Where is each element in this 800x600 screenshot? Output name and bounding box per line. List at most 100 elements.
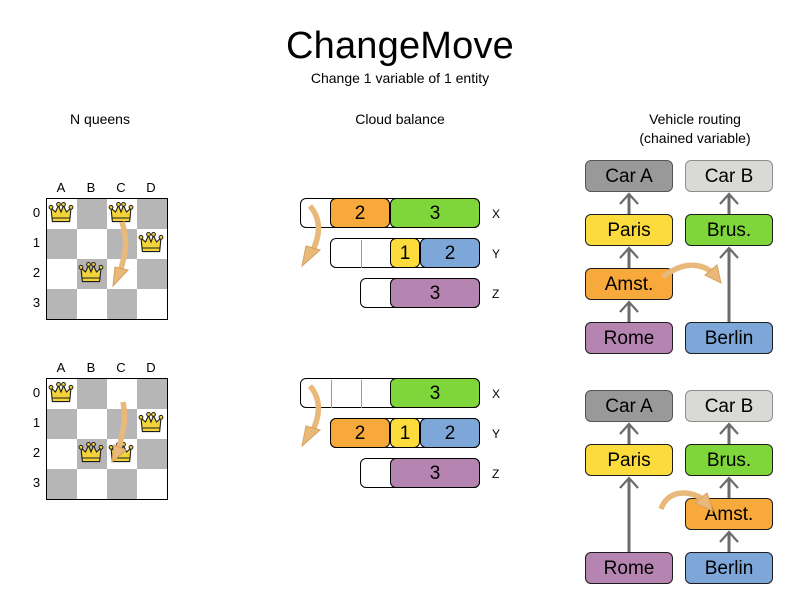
board-rank-label-3: 3: [32, 295, 41, 310]
vr-node-paris[interactable]: Paris: [585, 444, 673, 476]
vr-node-car-a[interactable]: Car A: [585, 390, 673, 422]
board-rank-label-0: 0: [32, 205, 41, 220]
cloud-computer-label-Y: Y: [492, 427, 501, 441]
board-file-label-D: D: [146, 180, 156, 195]
board-rank-label-3: 3: [32, 475, 41, 490]
board-cell-B1[interactable]: [77, 229, 107, 259]
board-file-label-C: C: [116, 180, 126, 195]
cloud-computer-label-X: X: [492, 207, 501, 221]
board-cell-B0[interactable]: [77, 379, 107, 409]
board-cell-D0[interactable]: [137, 379, 167, 409]
board-cell-A2[interactable]: [47, 259, 77, 289]
queen-icon: [138, 412, 164, 433]
board-cell-D0[interactable]: [137, 199, 167, 229]
cloud-capacity-tick: [331, 380, 332, 408]
cloud-process-segment[interactable]: 2: [330, 418, 390, 448]
vr-node-paris[interactable]: Paris: [585, 214, 673, 246]
queen-icon: [78, 262, 104, 283]
queen-icon: [138, 232, 164, 253]
board-rank-label-2: 2: [32, 445, 41, 460]
board-cell-A1[interactable]: [47, 229, 77, 259]
board-cell-D2[interactable]: [137, 439, 167, 469]
cloud-process-segment[interactable]: 2: [420, 418, 480, 448]
queen-piece-A0[interactable]: [46, 378, 76, 408]
vr-edge-chain-a: [619, 246, 639, 268]
queen-icon: [48, 382, 74, 403]
vr-node-brus-[interactable]: Brus.: [685, 214, 773, 246]
vr-edge-chain-b: [719, 246, 739, 322]
board-cell-C1[interactable]: [107, 229, 137, 259]
board-cell-C2[interactable]: [107, 259, 137, 289]
vr-node-berlin[interactable]: Berlin: [685, 552, 773, 584]
cloud-process-segment[interactable]: 3: [390, 278, 480, 308]
cloud-process-segment[interactable]: 3: [390, 198, 480, 228]
vr-node-car-a[interactable]: Car A: [585, 160, 673, 192]
vr-node-car-b[interactable]: Car B: [685, 160, 773, 192]
cloud-process-segment[interactable]: 1: [390, 238, 420, 268]
page-subtitle: Change 1 variable of 1 entity: [310, 70, 490, 86]
vr-edge-chain-b: [719, 422, 739, 444]
board-cell-B3[interactable]: [77, 289, 107, 319]
section-heading-nqueens: N queens: [70, 111, 130, 127]
board-cell-A2[interactable]: [47, 439, 77, 469]
board-cell-A1[interactable]: [47, 409, 77, 439]
queen-icon: [108, 202, 134, 223]
cloud-capacity-tick: [361, 380, 362, 408]
vr-edge-chain-a: [619, 422, 639, 444]
vr-node-rome[interactable]: Rome: [585, 552, 673, 584]
board-file-label-D: D: [146, 360, 156, 375]
vr-node-car-b[interactable]: Car B: [685, 390, 773, 422]
queen-piece-D1[interactable]: [136, 408, 166, 438]
board-cell-D3[interactable]: [137, 469, 167, 499]
vr-edge-chain-b: [719, 192, 739, 214]
board-rank-label-2: 2: [32, 265, 41, 280]
vr-node-rome[interactable]: Rome: [585, 322, 673, 354]
board-cell-B3[interactable]: [77, 469, 107, 499]
vr-node-amst-[interactable]: Amst.: [685, 498, 773, 530]
queen-icon: [48, 202, 74, 223]
board-cell-A3[interactable]: [47, 469, 77, 499]
board-cell-B1[interactable]: [77, 409, 107, 439]
board-cell-D3[interactable]: [137, 289, 167, 319]
vr-node-berlin[interactable]: Berlin: [685, 322, 773, 354]
queen-piece-D1[interactable]: [136, 228, 166, 258]
board-cell-C3[interactable]: [107, 469, 137, 499]
board-file-label-B: B: [86, 360, 96, 375]
section-heading-vehicle-routing: Vehicle routing (chained variable): [600, 110, 790, 148]
queen-icon: [108, 442, 134, 463]
cloud-process-segment[interactable]: 3: [390, 378, 480, 408]
cloud-process-segment[interactable]: 1: [390, 418, 420, 448]
queen-piece-C0[interactable]: [106, 198, 136, 228]
board-cell-C1[interactable]: [107, 409, 137, 439]
vr-node-amst-[interactable]: Amst.: [585, 268, 673, 300]
board-rank-label-1: 1: [32, 415, 41, 430]
vr-edge-chain-a: [619, 476, 639, 552]
cloud-process-segment[interactable]: 2: [420, 238, 480, 268]
vr-node-brus-[interactable]: Brus.: [685, 444, 773, 476]
board-file-label-B: B: [86, 180, 96, 195]
cloud-process-segment[interactable]: 2: [330, 198, 390, 228]
board-cell-A3[interactable]: [47, 289, 77, 319]
vr-edge-chain-b: [719, 530, 739, 552]
board-cell-C3[interactable]: [107, 289, 137, 319]
queen-piece-B2[interactable]: [76, 438, 106, 468]
queen-piece-C2[interactable]: [106, 438, 136, 468]
queen-piece-A0[interactable]: [46, 198, 76, 228]
queen-piece-B2[interactable]: [76, 258, 106, 288]
cloud-process-segment[interactable]: 3: [390, 458, 480, 488]
queen-icon: [78, 442, 104, 463]
board-cell-C0[interactable]: [107, 379, 137, 409]
board-cell-B0[interactable]: [77, 199, 107, 229]
cloud-computer-label-Y: Y: [492, 247, 501, 261]
chessboard: [46, 378, 168, 500]
vr-edge-chain-a: [619, 192, 639, 214]
board-cell-D2[interactable]: [137, 259, 167, 289]
